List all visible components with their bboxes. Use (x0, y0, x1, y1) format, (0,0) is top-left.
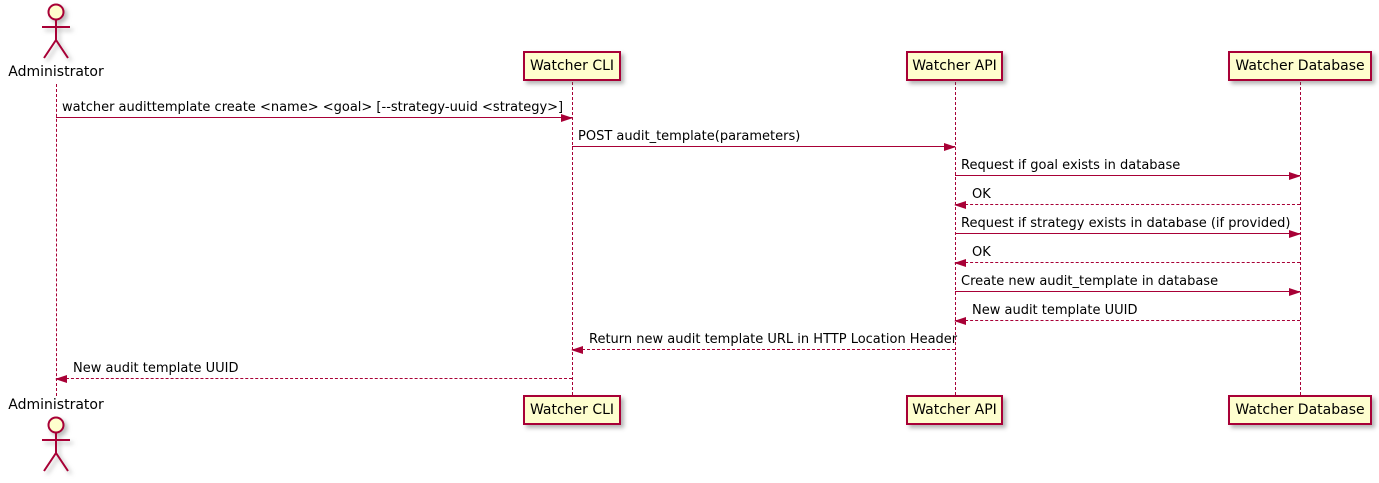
message-text: Request if goal exists in database (961, 158, 1181, 173)
actor-icon (42, 416, 70, 472)
arrowhead-left-icon (55, 375, 67, 383)
participant-watcher-database-bottom: Watcher Database (1228, 395, 1372, 425)
message-new-uuid-to-admin: New audit template UUID (55, 360, 572, 383)
arrow-line (955, 320, 1300, 321)
arrowhead-left-icon (954, 317, 966, 325)
arrowhead-right-icon (1289, 230, 1301, 238)
actor-icon (42, 3, 70, 59)
actor-label-bottom: Administrator (8, 397, 104, 413)
message-text: Create new audit_template in database (961, 274, 1219, 289)
message-ok-strategy: OK (954, 244, 1300, 267)
lifeline-administrator (56, 84, 57, 396)
message-request-goal-exists: Request if goal exists in database (955, 157, 1301, 180)
arrow-line (572, 349, 955, 350)
arrowhead-right-icon (1289, 172, 1301, 180)
arrowhead-right-icon (1289, 288, 1301, 296)
lifeline-watcher-database (1300, 82, 1301, 395)
message-text: POST audit_template(parameters) (578, 129, 801, 144)
participant-label: Watcher API (912, 402, 997, 418)
message-text: OK (972, 245, 991, 260)
arrow-line (56, 117, 572, 118)
message-text: OK (972, 187, 991, 202)
participant-label: Watcher CLI (529, 402, 615, 418)
message-text: Request if strategy exists in database (… (961, 216, 1291, 231)
participant-watcher-api-top: Watcher API (906, 51, 1003, 81)
lifeline-watcher-cli (572, 82, 573, 395)
message-text: watcher audittemplate create <name> <goa… (62, 100, 564, 115)
participant-label: Watcher API (912, 58, 997, 74)
participant-label: Watcher CLI (529, 58, 615, 74)
participant-label: Watcher Database (1235, 58, 1365, 74)
arrow-line (56, 378, 572, 379)
arrow-line (955, 175, 1300, 176)
participant-watcher-database-top: Watcher Database (1228, 51, 1372, 81)
arrow-line (955, 262, 1300, 263)
arrow-line (572, 146, 955, 147)
actor-label-top: Administrator (8, 64, 104, 80)
lifeline-watcher-api (955, 82, 956, 395)
message-new-uuid-from-db: New audit template UUID (954, 302, 1300, 325)
message-text: New audit template UUID (972, 303, 1138, 318)
arrow-line (955, 291, 1300, 292)
message-text: Return new audit template URL in HTTP Lo… (589, 332, 958, 347)
arrow-line (955, 204, 1300, 205)
message-request-strategy-exists: Request if strategy exists in database (… (955, 215, 1301, 238)
message-post-audit-template: POST audit_template(parameters) (572, 128, 956, 151)
participant-label: Watcher Database (1235, 402, 1365, 418)
message-create-audittemplate: watcher audittemplate create <name> <goa… (56, 99, 573, 122)
message-ok-goal: OK (954, 186, 1300, 209)
participant-watcher-cli-bottom: Watcher CLI (523, 395, 621, 425)
arrowhead-left-icon (954, 201, 966, 209)
participant-watcher-cli-top: Watcher CLI (523, 51, 621, 81)
arrowhead-right-icon (561, 114, 573, 122)
arrow-line (955, 233, 1300, 234)
arrowhead-left-icon (954, 259, 966, 267)
participant-watcher-api-bottom: Watcher API (906, 395, 1003, 425)
message-return-url-location-header: Return new audit template URL in HTTP Lo… (571, 331, 958, 354)
arrowhead-right-icon (944, 143, 956, 151)
arrowhead-left-icon (571, 346, 583, 354)
message-text: New audit template UUID (73, 361, 239, 376)
message-create-audit-template-db: Create new audit_template in database (955, 273, 1301, 296)
